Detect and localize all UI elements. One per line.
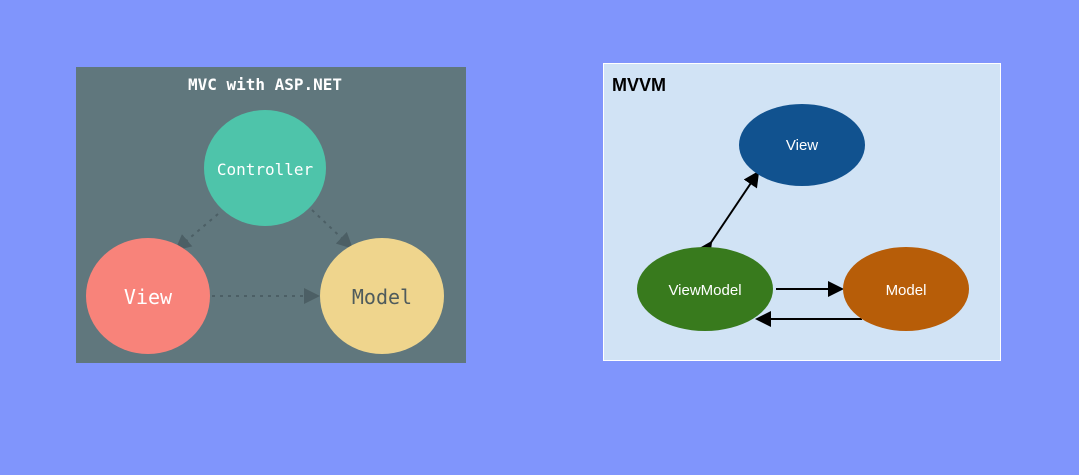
mvvm-model-label: Model <box>886 282 927 299</box>
controller-to-model-arrow <box>311 209 353 249</box>
mvc-model-label: Model <box>352 285 412 309</box>
mvvm-title: MVVM <box>612 75 666 95</box>
controller-node <box>204 110 326 226</box>
mvvm-model-node <box>843 247 969 331</box>
mvvm-panel-border <box>603 63 1001 361</box>
mvvm-diagram: MVVM View ViewModel Model <box>603 63 1001 361</box>
controller-to-view-arrow <box>174 213 219 251</box>
mvc-model-node <box>320 238 444 354</box>
mvc-title: MVC with ASP.NET <box>188 75 342 94</box>
mvvm-view-node <box>739 104 865 186</box>
view-viewmodel-bidirectional-arrow <box>696 170 760 259</box>
mvc-view-label: View <box>124 285 173 309</box>
controller-label: Controller <box>217 160 314 179</box>
viewmodel-node <box>637 247 773 331</box>
mvc-view-node <box>86 238 210 354</box>
viewmodel-label: ViewModel <box>668 282 741 299</box>
mvvm-view-label: View <box>786 137 818 154</box>
mvc-diagram: MVC with ASP.NET Controller View Model <box>76 67 466 363</box>
